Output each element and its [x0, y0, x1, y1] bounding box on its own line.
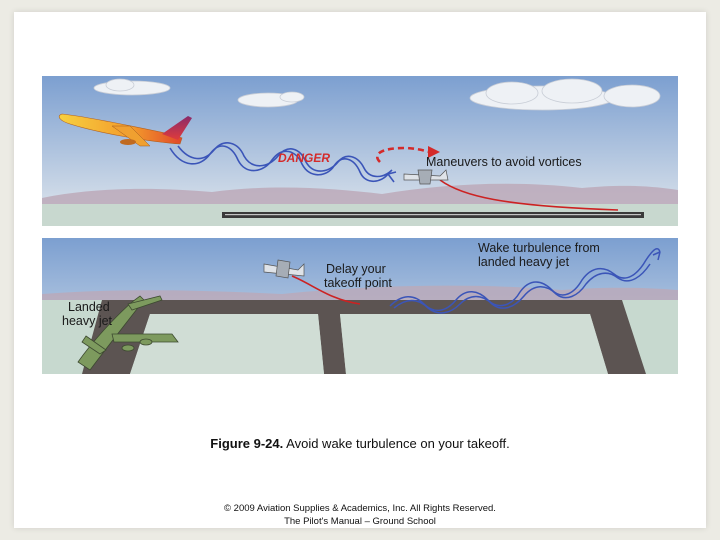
- heavy-jet-icon: [58, 113, 192, 147]
- danger-illustration-panel: DANGER Maneuvers to avoid vortices: [42, 76, 678, 226]
- landed-label-line2: heavy jet: [62, 314, 113, 328]
- avoidance-path: [439, 179, 619, 211]
- small-airplane-icon: [263, 259, 305, 279]
- delay-label-line2: takeoff point: [324, 276, 392, 290]
- wake-label-line2: landed heavy jet: [478, 255, 570, 269]
- arrow-head-icon: [428, 146, 440, 158]
- figure-caption-text: Avoid wake turbulence on your takeoff.: [286, 436, 510, 451]
- takeoff-illustration-panel: Wake turbulence from landed heavy jet De…: [42, 238, 678, 374]
- danger-label: DANGER: [278, 151, 330, 165]
- copyright-line1: © 2009 Aviation Supplies & Academics, In…: [224, 503, 496, 514]
- wingtip-vortices: [169, 142, 397, 183]
- copyright-notice: © 2009 Aviation Supplies & Academics, In…: [0, 502, 720, 528]
- delay-label-line1: Delay your: [326, 262, 386, 276]
- wake-label-line1: Wake turbulence from: [478, 241, 600, 255]
- wake-turbulence-vortices: [389, 247, 661, 314]
- maneuver-label: Maneuvers to avoid vortices: [426, 155, 582, 169]
- climb-arrow: [376, 146, 431, 163]
- climb-path: [291, 275, 361, 305]
- copyright-line2: The Pilot's Manual – Ground School: [284, 516, 436, 527]
- cloud-icon: [93, 78, 661, 111]
- figure-caption: Figure 9-24. Avoid wake turbulence on yo…: [0, 436, 720, 451]
- landed-heavy-jet-icon: [77, 295, 179, 371]
- small-airplane-icon: [403, 169, 449, 185]
- landed-label-line1: Landed: [68, 300, 110, 314]
- figure-number: Figure 9-24.: [210, 436, 284, 451]
